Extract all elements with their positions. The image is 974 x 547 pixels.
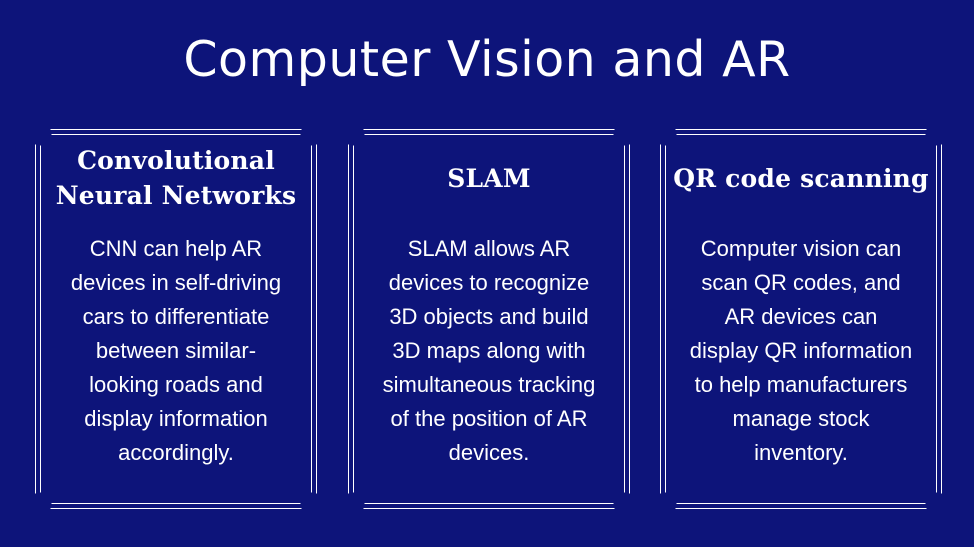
card-qr-code-scanning: QR code scanning Computer vision can sca… <box>660 129 942 509</box>
card-description: CNN can help AR devices in self-driving … <box>70 236 282 465</box>
card-description: Computer vision can scan QR codes, and A… <box>689 236 913 465</box>
card-convolutional-neural-networks: Convolutional Neural Networks CNN can he… <box>35 129 317 509</box>
card-title: SLAM <box>447 164 531 193</box>
card-title: QR code scanning <box>673 164 929 193</box>
slide-title: Computer Vision and AR <box>183 31 791 88</box>
card-title: Convolutional Neural Networks <box>55 146 297 210</box>
card-slam: SLAM SLAM allows AR devices to recognize… <box>348 129 630 509</box>
card-description: SLAM allows AR devices to recognize 3D o… <box>382 236 596 465</box>
